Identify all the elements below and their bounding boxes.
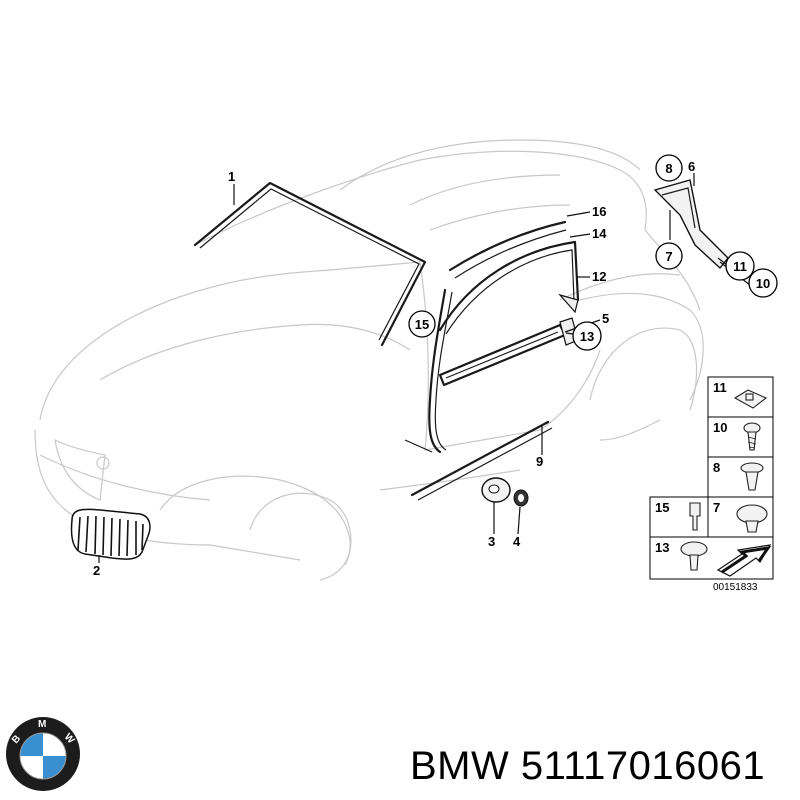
legend-label-7: 7 [713, 500, 720, 515]
callout-8: 8 [655, 154, 683, 182]
callout-11: 11 [725, 251, 755, 281]
callout-10: 10 [748, 268, 778, 298]
kidney-grille [70, 508, 151, 560]
stud-icon [689, 502, 701, 531]
door-seal [428, 288, 447, 454]
callout-5: 5 [602, 311, 609, 326]
callout-1: 1 [228, 169, 235, 184]
legend-label-11: 11 [713, 380, 727, 395]
svg-text:10: 10 [756, 276, 770, 291]
svg-text:11: 11 [733, 259, 747, 274]
svg-text:8: 8 [665, 161, 672, 176]
mirror-triangle [558, 293, 579, 314]
svg-text:M: M [38, 719, 46, 730]
sill-strip [410, 420, 550, 497]
part-number-caption: BMW 51117016061 [410, 744, 766, 788]
callout-14: 14 [592, 226, 607, 241]
roof-trim [448, 220, 567, 272]
legend-label-10: 10 [713, 420, 727, 435]
push-clip-icon [736, 504, 768, 524]
callout-2: 2 [93, 563, 100, 578]
fastener-legend: 11 10 8 15 7 13 00151833 [649, 376, 774, 593]
svg-text:13: 13 [580, 329, 594, 344]
button-clip-icon [680, 541, 708, 557]
callout-15: 15 [408, 310, 436, 338]
callout-16: 16 [592, 204, 606, 219]
callout-9: 9 [536, 454, 543, 469]
callout-7: 7 [655, 242, 683, 270]
svg-text:7: 7 [665, 249, 672, 264]
window-frame [438, 240, 580, 332]
legend-label-8: 8 [713, 460, 720, 475]
washer-part [481, 477, 511, 503]
callout-13: 13 [572, 321, 602, 351]
grommet-part [513, 489, 529, 507]
svg-text:15: 15 [415, 317, 429, 332]
callout-6: 6 [688, 159, 695, 174]
callout-12: 12 [592, 269, 606, 284]
legend-label-13: 13 [655, 540, 669, 555]
bmw-roundel-icon: B M W [6, 717, 80, 791]
drawing-code: 00151833 [713, 582, 758, 593]
legend-label-15: 15 [655, 500, 669, 515]
callout-4: 4 [513, 534, 521, 549]
windshield-trim [193, 181, 427, 347]
callout-3: 3 [488, 534, 495, 549]
